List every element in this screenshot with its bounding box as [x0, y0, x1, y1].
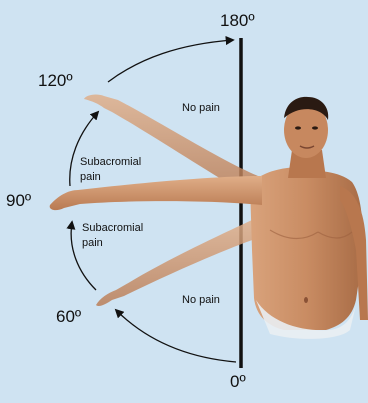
angle-label-120: 120º [38, 71, 73, 90]
angle-label-90: 90º [6, 191, 31, 210]
angle-label-180: 180º [220, 11, 255, 30]
zone-label-no-pain-lower: No pain [182, 294, 220, 306]
zone-label-subacromial-lower-2: pain [82, 237, 103, 249]
angle-label-0: 0º [230, 372, 246, 391]
arc-arrow-120-to-180 [108, 40, 233, 82]
torso-figure [250, 97, 368, 339]
arc-arrow-0-to-60 [116, 310, 236, 362]
zone-label-subacromial-lower: Subacromial [82, 222, 143, 234]
zone-label-subacromial-upper-2: pain [80, 171, 101, 183]
angle-label-60: 60º [56, 307, 81, 326]
zone-label-subacromial-upper: Subacromial [80, 156, 141, 168]
zone-label-no-pain-upper: No pain [182, 102, 220, 114]
